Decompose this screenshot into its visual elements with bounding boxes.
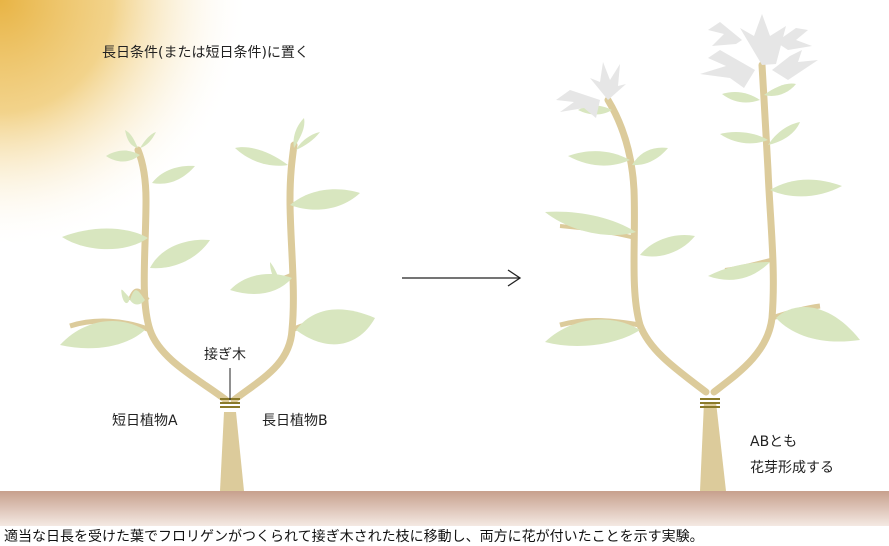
right-branch-a [604, 96, 710, 396]
result-label-line2: 花芽形成する [750, 460, 834, 476]
flower-a2 [556, 90, 600, 118]
left-plant [60, 118, 375, 491]
left-rootstock-trunk [220, 412, 244, 491]
flower-b3 [772, 50, 818, 80]
flower-b2 [700, 50, 755, 88]
right-plant-flowers [556, 14, 818, 118]
graft-label: 接ぎ木 [204, 347, 246, 363]
flower-b [740, 14, 786, 65]
result-label-line1: ABとも [750, 434, 798, 450]
sunlight-glow [0, 0, 300, 260]
plant-b-label: 長日植物B [262, 413, 328, 429]
right-graft-band [700, 398, 720, 408]
right-rootstock-trunk [700, 402, 726, 491]
figure-caption: 適当な日長を受けた葉でフロリゲンがつくられて接ぎ木された枝に移動し、両方に花が付… [4, 529, 704, 545]
flower-a [590, 62, 626, 100]
flower-b4 [708, 22, 742, 46]
plant-a-label: 短日植物A [112, 413, 178, 429]
condition-title: 長日条件(または短日条件)に置く [102, 45, 309, 61]
transition-arrow [402, 269, 522, 287]
left-branch-b [230, 141, 298, 404]
ground [0, 491, 889, 526]
flower-b5 [776, 28, 812, 50]
left-branch-a [134, 146, 230, 404]
right-branch-b [710, 61, 777, 396]
right-plant [545, 14, 860, 491]
